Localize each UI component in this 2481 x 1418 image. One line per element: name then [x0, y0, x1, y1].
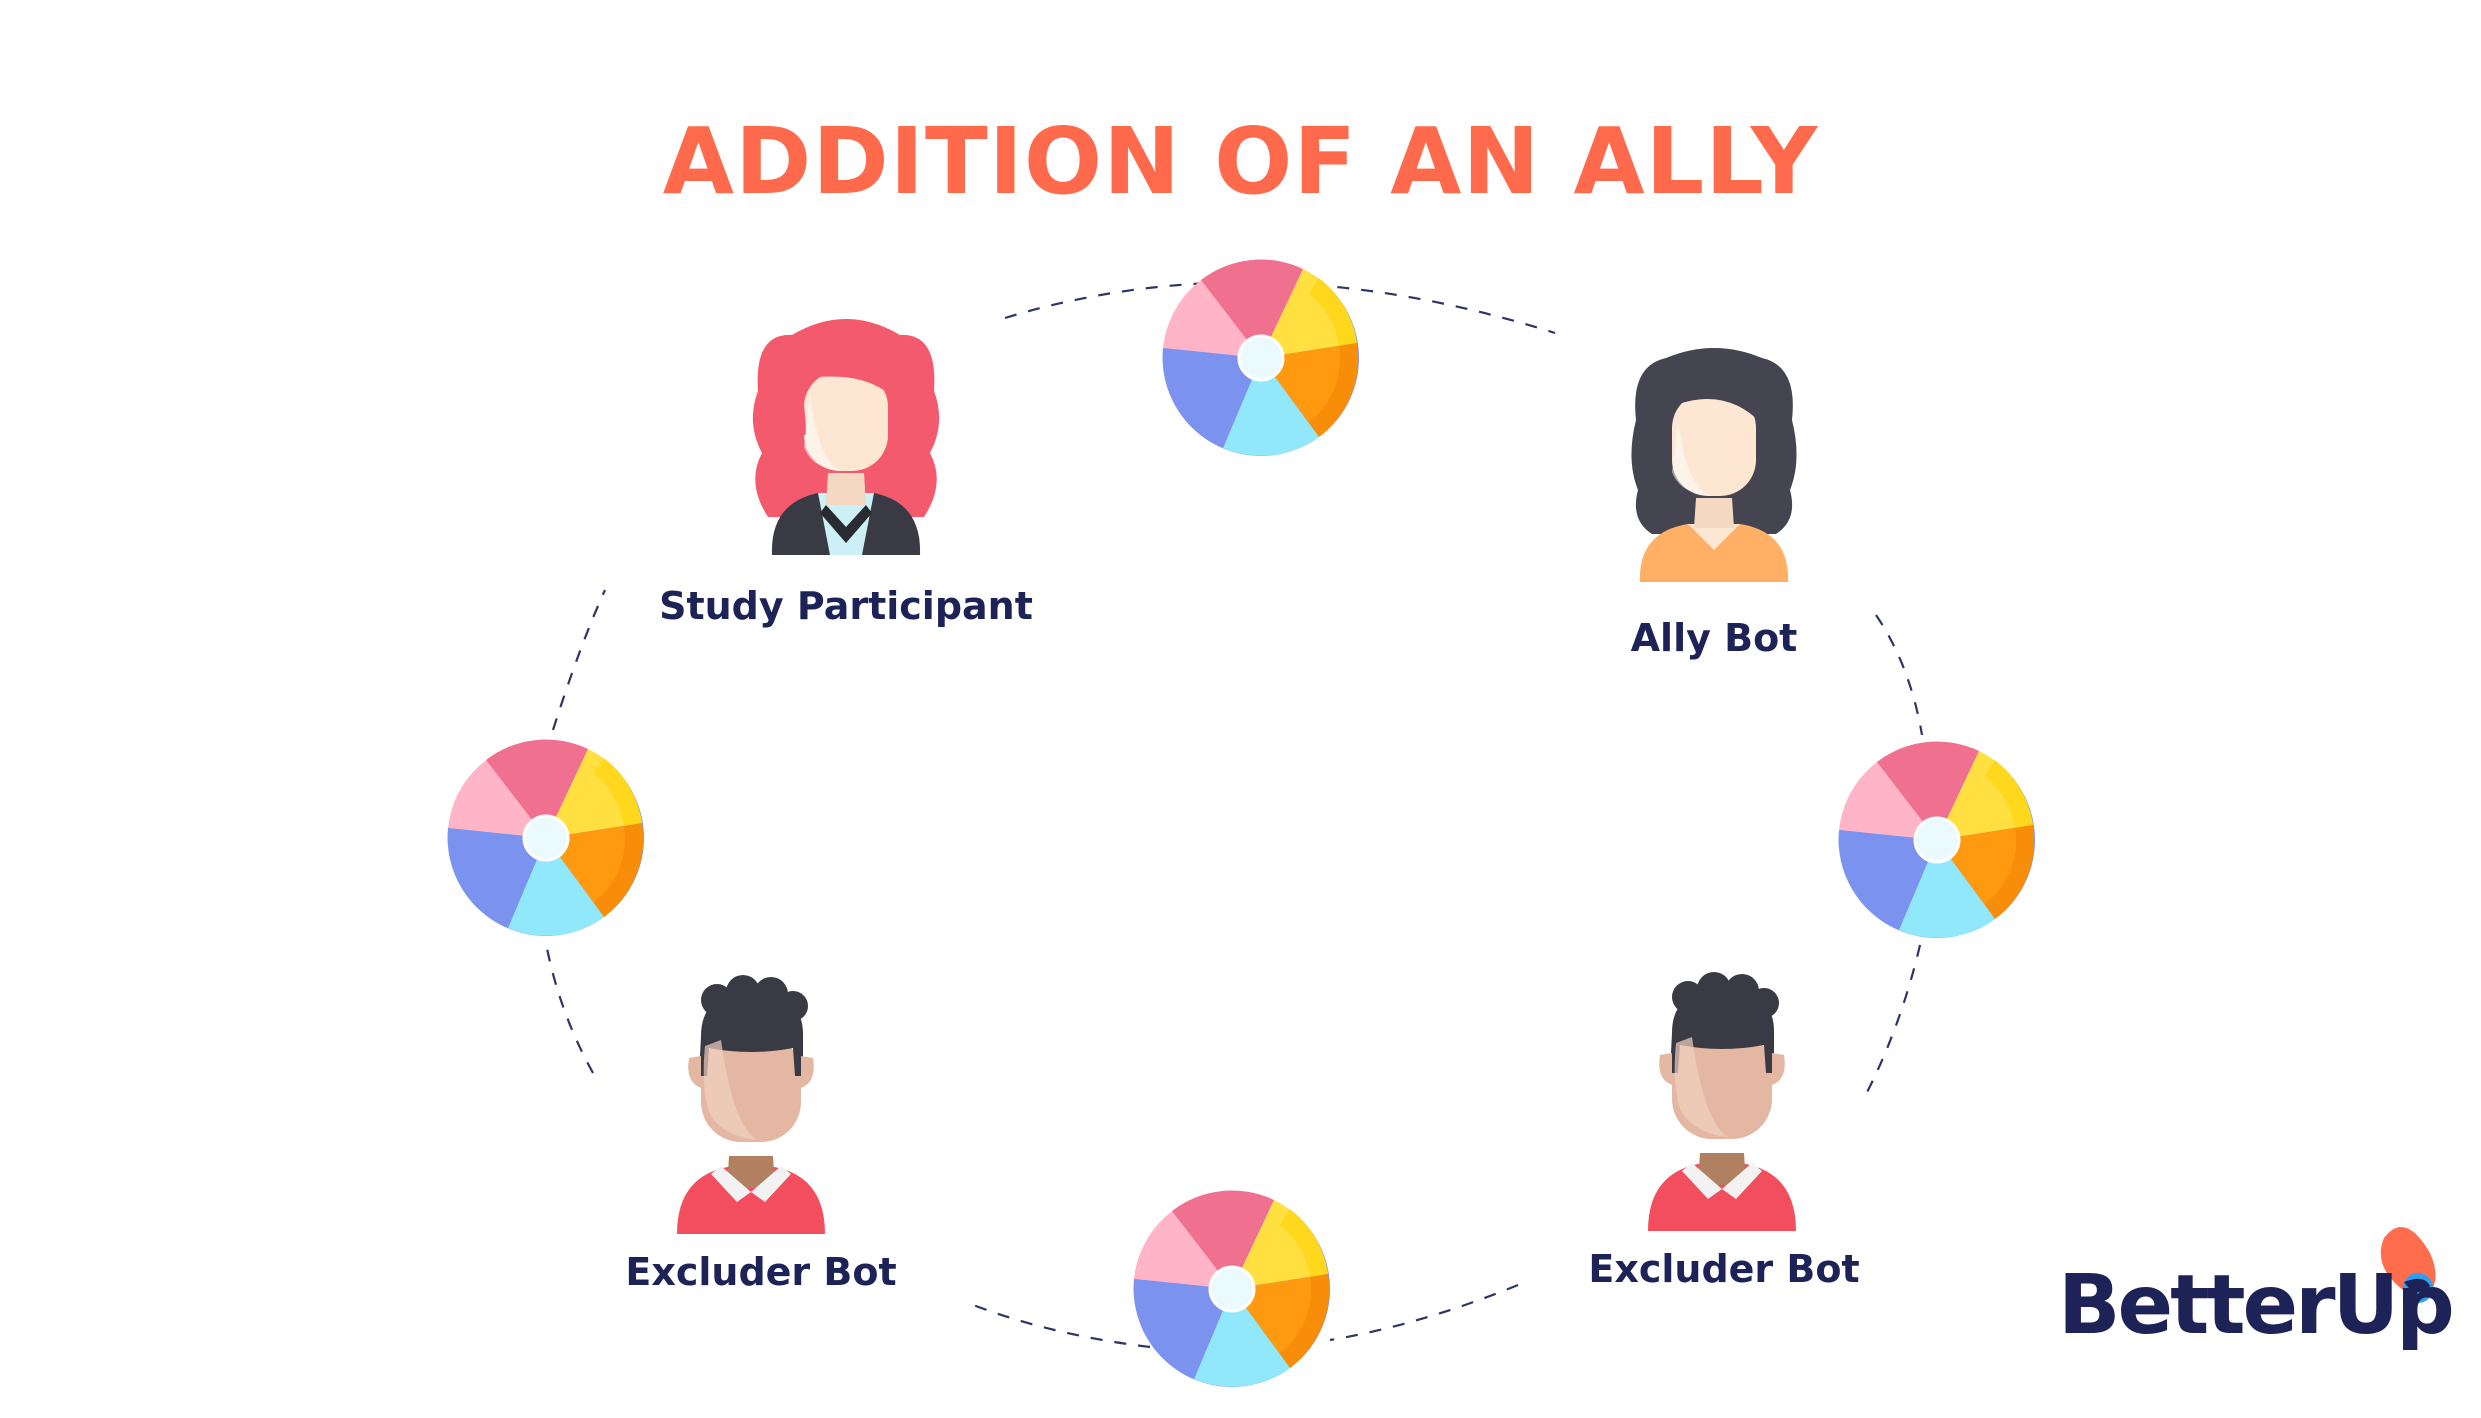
man-red-shirt-icon [1648, 972, 1796, 1231]
ring-arc-right-upper [1875, 614, 1924, 736]
label-excluder-bot-right: Excluder Bot [1588, 1247, 1860, 1291]
brand-name: BetterUp [2058, 1258, 2455, 1353]
beach-ball-left [446, 738, 646, 938]
label-ally-bot: Ally Bot [1630, 616, 1798, 660]
man-red-shirt-icon [677, 975, 825, 1234]
ring-arc-left-lower [543, 937, 594, 1074]
page-title: ADDITION OF AN ALLY [662, 108, 1819, 215]
dark-haired-woman-icon [1631, 348, 1797, 582]
beach-ball-right [1837, 740, 2037, 940]
ring-arc-left-upper [551, 589, 607, 731]
label-excluder-bot-left: Excluder Bot [625, 1250, 897, 1294]
ring-arc-bottom-right [1329, 1283, 1519, 1342]
beach-ball-top [1161, 258, 1361, 458]
ring-arc-right-lower [1861, 944, 1922, 1103]
ring-arc-bottom-left [967, 1301, 1151, 1349]
red-haired-woman-icon [752, 319, 940, 555]
beach-ball-bottom [1132, 1189, 1332, 1389]
label-study-participant: Study Participant [659, 584, 1033, 628]
betterup-logo: BetterUp [2058, 1210, 2455, 1360]
betterup-logo-mark [2380, 1226, 2436, 1303]
